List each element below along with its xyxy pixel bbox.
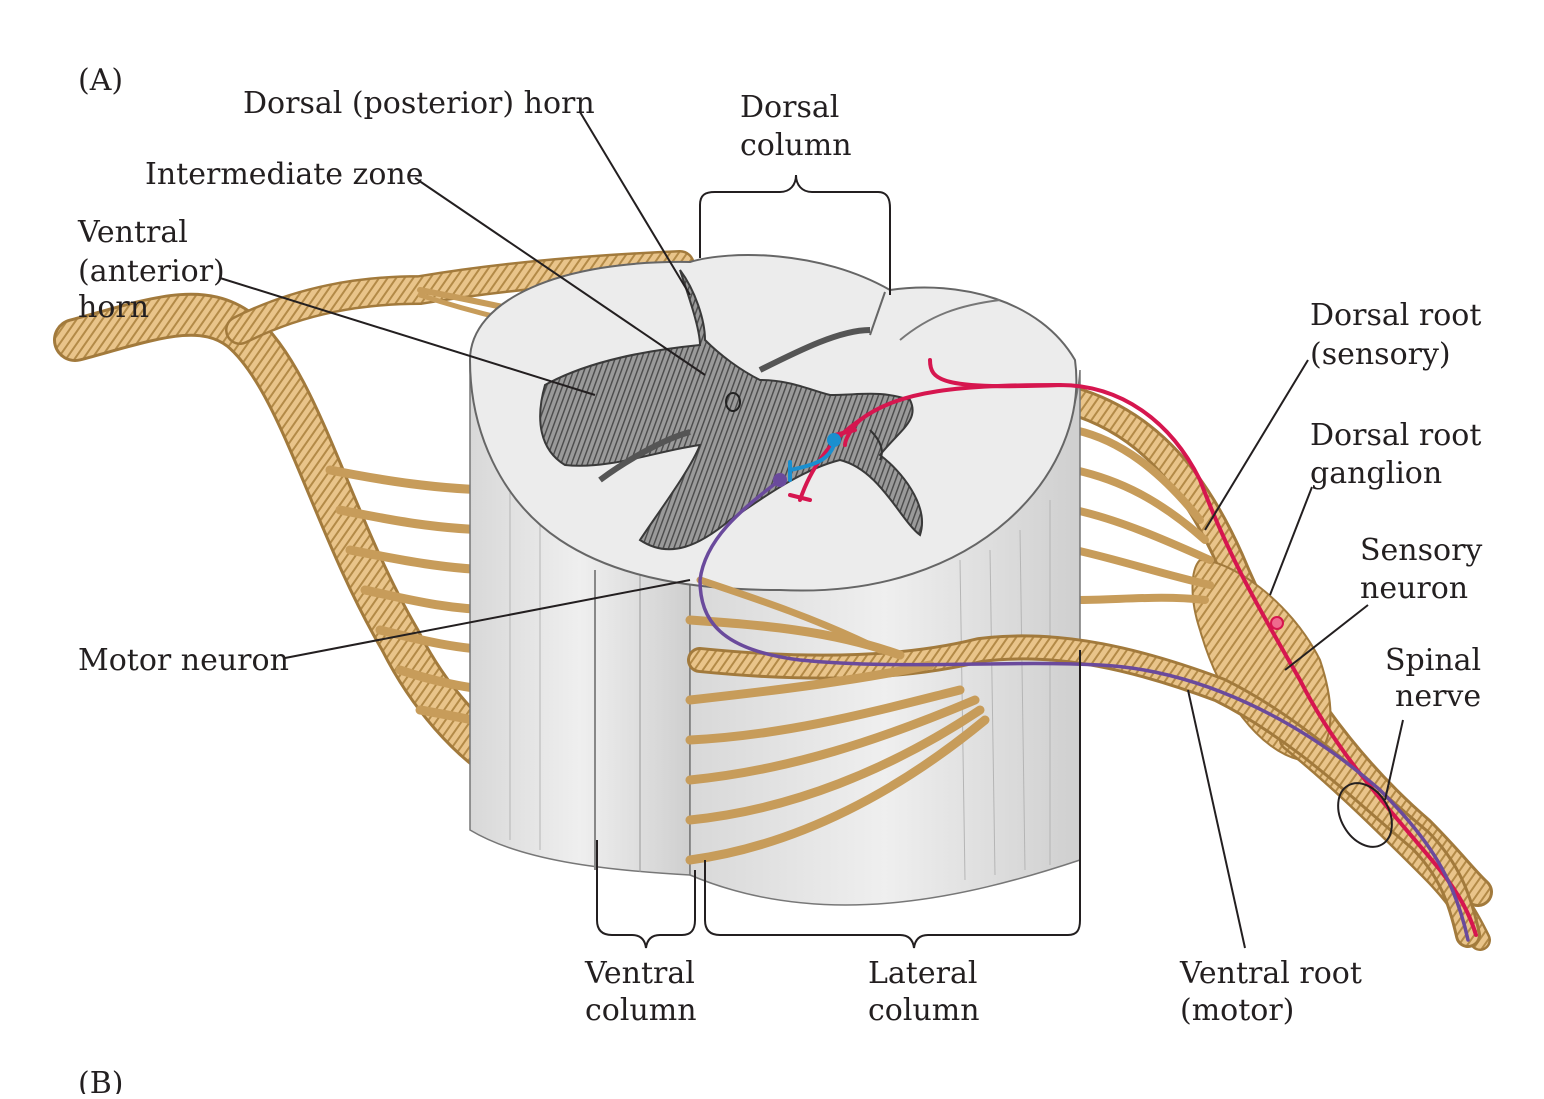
labels: (A) (B) Dorsal (posterior) horn Dorsal c… xyxy=(77,63,1482,1099)
label-sensory-neuron-2: neuron xyxy=(1360,571,1468,606)
label-lateral-column-2: column xyxy=(868,993,980,1028)
left-nerve-roots xyxy=(53,250,695,782)
motor-neuron-cell-body xyxy=(773,473,787,487)
central-canal xyxy=(725,392,741,412)
label-intermediate-zone: Intermediate zone xyxy=(145,157,424,192)
motor-neuron-path xyxy=(698,473,1470,942)
label-ventral-root-1: Ventral root xyxy=(1179,956,1362,991)
panel-label-b: (B) xyxy=(78,1066,123,1094)
label-sensory-neuron-1: Sensory xyxy=(1360,533,1482,568)
label-lateral-column-1: Lateral xyxy=(868,956,977,991)
label-dorsal-column-1: Dorsal xyxy=(740,90,839,125)
label-dorsal-root-2: (sensory) xyxy=(1310,337,1451,372)
sensory-neuron-cell-body xyxy=(1270,616,1284,630)
label-ventral-horn-1: Ventral xyxy=(77,215,188,250)
dorsal-column-brace xyxy=(699,174,891,295)
lateral-column-brace xyxy=(704,650,1081,949)
panel-label-a: (A) xyxy=(78,63,123,98)
interneuron-cell-body xyxy=(827,433,841,447)
right-dorsal-rootlets xyxy=(1071,426,1214,604)
ventral-rootlets xyxy=(685,576,990,865)
label-ventral-column-2: column xyxy=(585,993,697,1028)
label-spinal-nerve-1: Spinal xyxy=(1385,643,1481,678)
leader-lines xyxy=(219,111,1404,949)
ventral-column-brace xyxy=(596,840,696,949)
label-ventral-horn-2: (anterior) xyxy=(78,254,225,289)
label-dorsal-root-1: Dorsal root xyxy=(1310,298,1481,333)
spinal-cord xyxy=(468,254,1081,906)
label-ganglion-2: ganglion xyxy=(1310,456,1442,491)
label-ventral-root-2: (motor) xyxy=(1180,993,1294,1028)
label-dorsal-horn: Dorsal (posterior) horn xyxy=(243,86,595,121)
interneuron-path xyxy=(788,433,841,482)
label-motor-neuron: Motor neuron xyxy=(78,643,289,678)
label-ventral-horn-3: horn xyxy=(78,290,149,325)
label-spinal-nerve-2: nerve xyxy=(1395,679,1481,714)
label-dorsal-column-2: column xyxy=(740,128,852,163)
dorsal-root-ganglion xyxy=(1191,558,1332,762)
label-ventral-column-1: Ventral xyxy=(584,956,695,991)
spinal-nerve-marker xyxy=(1337,782,1393,848)
label-ganglion-1: Dorsal root xyxy=(1310,418,1481,453)
sensory-neuron-path xyxy=(788,358,1478,937)
